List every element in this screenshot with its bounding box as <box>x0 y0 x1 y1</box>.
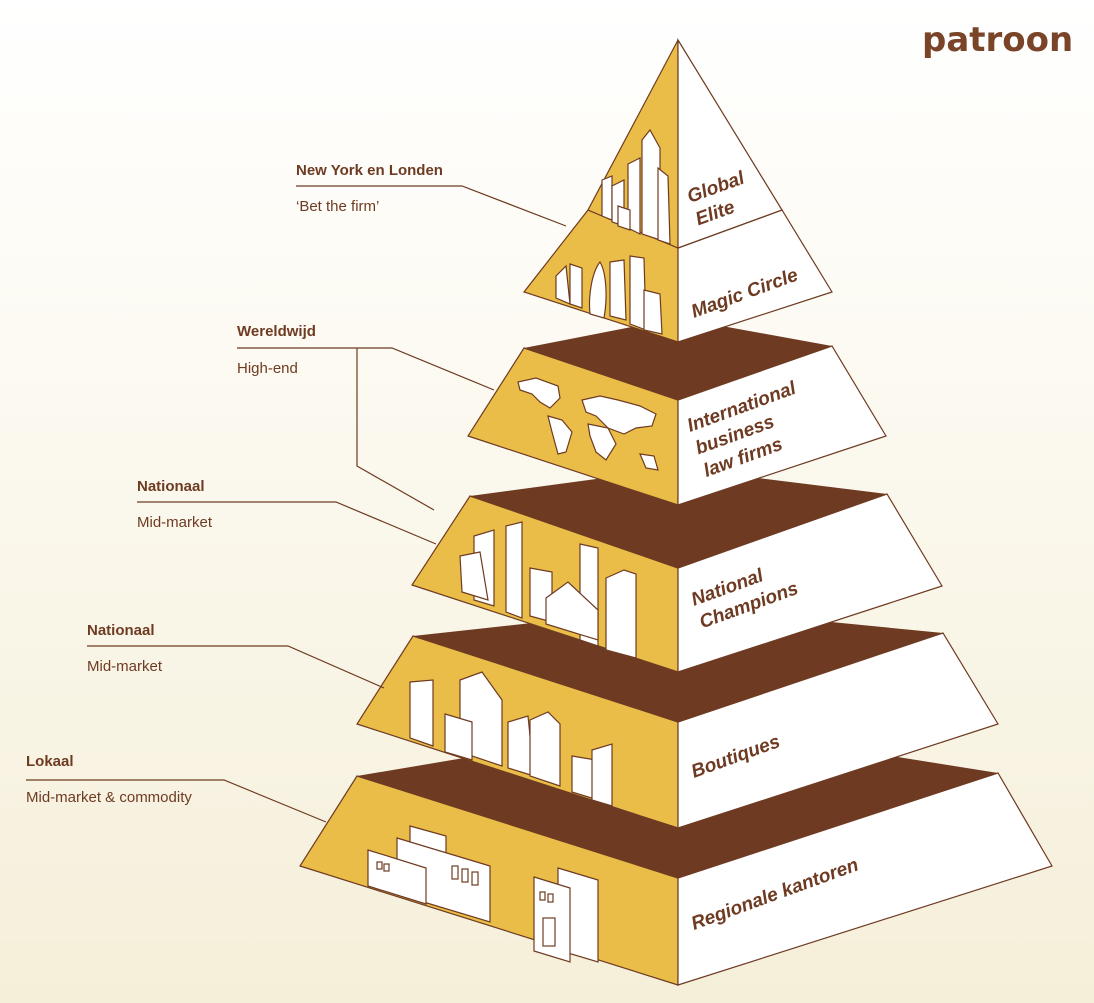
leader-nationaal-2 <box>87 645 385 689</box>
tier-right-face <box>677 493 943 673</box>
tier-national-champions <box>411 468 943 673</box>
label-title-nationaal-1: Nationaal <box>137 478 205 495</box>
low-buildings-illustration <box>367 825 599 963</box>
label-title-nationaal-2: Nationaal <box>87 622 155 639</box>
label-sub-nationaal-1: Mid-market <box>137 514 213 531</box>
label-title-lokaal: Lokaal <box>26 753 74 770</box>
leader-wereldwijd-drop <box>356 348 435 511</box>
label-sub-lokaal: Mid-market & commodity <box>26 789 192 806</box>
tier-right-face <box>677 345 887 506</box>
label-sub-new-york: ‘Bet the firm’ <box>296 198 379 215</box>
leader-lokaal <box>26 779 327 823</box>
tier-international-business-law-firms <box>467 318 887 506</box>
tower-buildings-illustration <box>409 671 613 807</box>
patroon-logo: patroon <box>922 20 1073 60</box>
tier-top-face <box>470 468 887 568</box>
leader-new-york <box>296 185 567 227</box>
leader-wereldwijd <box>237 347 495 391</box>
label-title-new-york: New York en Londen <box>296 162 443 179</box>
callout-leaders <box>26 185 567 823</box>
tier-top-face <box>524 318 832 400</box>
label-sub-wereldwijd: High-end <box>237 360 298 377</box>
tier-global-elite <box>587 37 783 249</box>
new-york-skyline-illustration <box>601 128 671 245</box>
tier-right-face <box>677 632 999 829</box>
leader-nationaal-1 <box>137 501 437 545</box>
world-map-illustration <box>517 377 659 471</box>
tier-magic-circle <box>522 209 833 343</box>
tier-right-face <box>677 37 783 249</box>
label-title-wereldwijd: Wereldwijd <box>237 323 316 340</box>
tier-right-face <box>677 772 1053 986</box>
label-sub-nationaal-2: Mid-market <box>87 658 163 675</box>
london-skyline-illustration <box>555 255 663 335</box>
skyline-illustration <box>459 521 637 659</box>
